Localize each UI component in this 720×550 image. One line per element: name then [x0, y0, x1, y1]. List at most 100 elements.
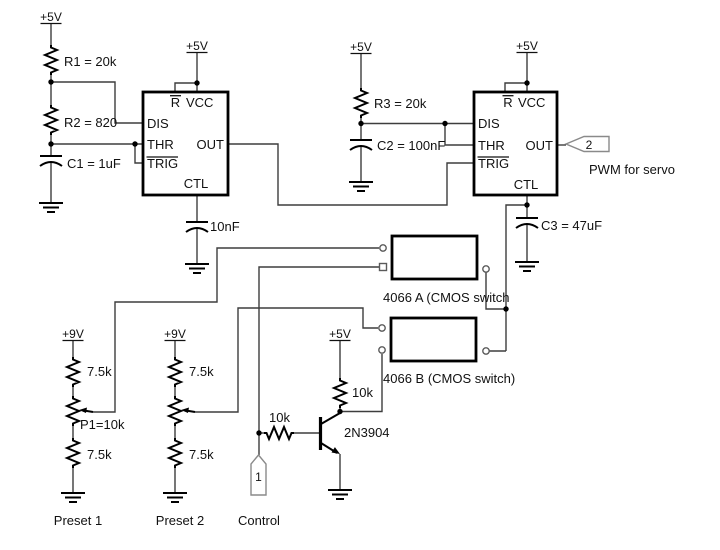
- caption-pwm-for-servo: PWM for servo: [589, 162, 675, 177]
- timer2-pin-trig: TRIG: [478, 156, 509, 171]
- switch-4066b-box: [389, 316, 478, 363]
- ground-c2: [348, 181, 374, 192]
- ground-c1: [38, 202, 64, 213]
- timer2-pin-reset: R: [503, 95, 512, 110]
- label-pot1: P1=10k: [80, 417, 125, 432]
- supply-5v-transistor: +5V: [329, 327, 351, 341]
- potentiometer-p2: [168, 395, 182, 427]
- control-input-number: 1: [255, 470, 262, 484]
- wire-reset1-bracket: [174, 82, 197, 92]
- ground-c3: [514, 261, 540, 272]
- resistor-preset2-bottom: [168, 437, 182, 469]
- caption-preset2: Preset 2: [156, 513, 204, 528]
- switchb-control-terminal: [378, 346, 386, 354]
- label-c1: C1 = 1uF: [67, 156, 121, 171]
- component-labels: R1 = 20k R2 = 820 C1 = 1uF R3 = 20k C2 =…: [64, 54, 602, 462]
- control-input-connector: 1: [250, 453, 267, 496]
- switchb-output-terminal: [482, 347, 490, 355]
- transistor-2n3904: [318, 412, 341, 454]
- resistor-r1: [44, 44, 58, 76]
- timer1-555-box: [141, 90, 230, 197]
- resistor-collector: [333, 377, 347, 409]
- pwm-output-connector: 2: [564, 135, 610, 153]
- captions: 4066 A (CMOS switch 4066 B (CMOS switch)…: [54, 162, 675, 528]
- switcha-output-terminal: [482, 265, 490, 273]
- timer1-pin-trig: TRIG: [147, 156, 178, 171]
- ground-preset1: [60, 492, 86, 503]
- label-base-r: 10k: [269, 410, 290, 425]
- wire-reset2-bracket: [504, 82, 527, 92]
- wires: [50, 24, 566, 493]
- potentiometer-p1: [66, 395, 80, 427]
- supply-5v-timer2: +5V: [516, 39, 538, 53]
- label-collector-r: 10k: [352, 385, 373, 400]
- ground-10nf: [184, 263, 210, 274]
- supply-5v-timer1: +5V: [186, 39, 208, 53]
- ground-preset2: [162, 492, 188, 503]
- supply-5v-r3: +5V: [350, 40, 372, 54]
- timer2-pin-vcc: VCC: [518, 95, 545, 110]
- timer1-pin-labels: R VCC DIS THR TRIG OUT CTL: [146, 95, 225, 191]
- timer1-pin-reset: R: [171, 95, 180, 110]
- emitter-arrow: [331, 447, 340, 454]
- timer2-555-box: [472, 90, 559, 197]
- timer2-pin-dis: DIS: [478, 116, 500, 131]
- wire-thr2-bracket: [444, 123, 474, 146]
- label-preset2-top-r: 7.5k: [189, 364, 214, 379]
- label-preset2-bottom-r: 7.5k: [189, 447, 214, 462]
- pot2-wiper-arrow: [181, 407, 196, 413]
- label-switch-b: 4066 B (CMOS switch): [383, 371, 515, 386]
- power-labels: +5V +5V +5V +5V +5V +9V +9V: [40, 10, 538, 342]
- wire-collector-switchb-ctl: [340, 354, 383, 413]
- supply-9v-preset1: +9V: [62, 327, 84, 341]
- label-preset1-bottom-r: 7.5k: [87, 447, 112, 462]
- wire-out1-trig2: [228, 143, 474, 206]
- ground-emitter: [327, 489, 353, 500]
- timer1-pin-thr: THR: [147, 137, 174, 152]
- timer2-pin-thr: THR: [478, 138, 505, 153]
- timer1-pin-out: OUT: [197, 137, 225, 152]
- timer2-pin-labels: R VCC DIS THR TRIG OUT CTL: [477, 95, 554, 192]
- switchb-input-terminal: [378, 324, 386, 332]
- label-r3: R3 = 20k: [374, 96, 427, 111]
- label-r1: R1 = 20k: [64, 54, 117, 69]
- pwm-output-number: 2: [586, 138, 593, 152]
- wire-r1r2-dis1: [51, 81, 143, 124]
- supply-5v-r1: +5V: [40, 10, 62, 24]
- wire-trig1-bracket: [134, 144, 143, 164]
- resistor-r2: [44, 104, 58, 136]
- label-r2: R2 = 820: [64, 115, 117, 130]
- switcha-input-terminal: [379, 244, 387, 252]
- switcha-control-terminal: [378, 262, 388, 272]
- wire-control-switcha-ctl: [258, 266, 379, 455]
- resistor-base: [263, 426, 295, 440]
- wire-switcha-out: [485, 272, 506, 310]
- wire-preset1-switcha-in: [93, 247, 379, 413]
- resistor-r3: [354, 87, 368, 119]
- timer2-pin-ctl: CTL: [514, 177, 539, 192]
- label-c3: C3 = 47uF: [541, 218, 602, 233]
- resistor-preset1-top: [66, 356, 80, 388]
- wire-ctl2-switch-bus: [505, 204, 527, 351]
- switch-terminals: [378, 244, 490, 355]
- caption-control: Control: [238, 513, 280, 528]
- resistor-preset1-bottom: [66, 437, 80, 469]
- label-ctl-cap: 10nF: [210, 219, 240, 234]
- label-transistor: 2N3904: [344, 425, 390, 440]
- components: [38, 44, 540, 503]
- timer1-pin-ctl: CTL: [184, 176, 209, 191]
- label-switch-a: 4066 A (CMOS switch: [383, 290, 509, 305]
- label-preset1-top-r: 7.5k: [87, 364, 112, 379]
- label-c2: C2 = 100nF: [377, 138, 445, 153]
- timer2-pin-out: OUT: [526, 138, 554, 153]
- timer1-pin-vcc: VCC: [186, 95, 213, 110]
- caption-preset1: Preset 1: [54, 513, 102, 528]
- junction-dots: [48, 79, 530, 436]
- resistor-preset2-top: [168, 356, 182, 388]
- supply-9v-preset2: +9V: [164, 327, 186, 341]
- wire-preset2-switchb-in: [195, 307, 378, 413]
- timer1-pin-dis: DIS: [147, 116, 169, 131]
- pot1-wiper-arrow: [79, 407, 94, 413]
